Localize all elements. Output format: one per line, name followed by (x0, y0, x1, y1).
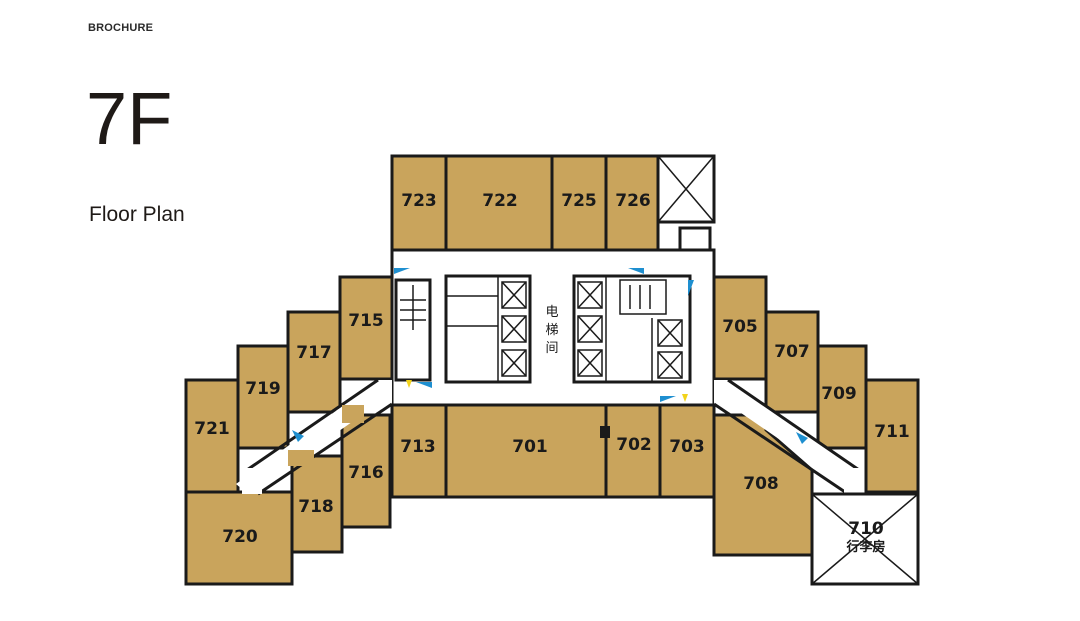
core-right (572, 274, 692, 384)
elevator-x (657, 351, 683, 379)
luggage-room-label: 行李房 (845, 539, 885, 555)
room-705 (712, 275, 768, 381)
corridor-end (242, 468, 262, 494)
elevator-hall-char: 间 (545, 341, 558, 356)
room-label: 708 (743, 474, 779, 494)
room-label: 723 (401, 191, 437, 211)
room-label: 703 (669, 437, 705, 457)
landing (342, 405, 364, 423)
floor-title: 7F (86, 77, 173, 160)
elevator-car (657, 351, 683, 379)
door-marker-blue (394, 268, 410, 274)
door-marker-blue (660, 396, 676, 402)
elevator-x (501, 315, 527, 343)
room-722 (444, 154, 554, 252)
room-label: 720 (222, 527, 258, 547)
room-label: 722 (482, 191, 518, 211)
room-725 (550, 154, 608, 252)
elevator-hall-char: 梯 (545, 323, 558, 338)
room-label: 717 (296, 343, 332, 363)
room-label: 713 (400, 437, 436, 457)
room-label: 711 (874, 422, 910, 442)
shaft-x-line (657, 155, 715, 223)
room-label: 707 (774, 342, 810, 362)
brand-label: BROCHURE (88, 22, 154, 34)
room-711 (864, 378, 920, 494)
room-717 (286, 310, 342, 414)
column (600, 426, 610, 438)
room-label: 702 (616, 435, 652, 455)
room-713 (390, 403, 448, 499)
floor-plan-subtitle: Floor Plan (89, 203, 185, 226)
elevator-car (501, 315, 527, 343)
room-715 (338, 275, 394, 381)
elevator-car (501, 281, 527, 309)
room-710-x (811, 493, 919, 585)
elevator-car (501, 349, 527, 377)
elevator-x (577, 281, 603, 309)
room-709 (816, 344, 868, 450)
stairwell-right (619, 279, 667, 315)
room-label: 719 (245, 379, 281, 399)
corridor-wall (727, 378, 863, 474)
right-wing-corridor (714, 380, 862, 488)
elevator-car (577, 315, 603, 343)
corridor-wall (243, 378, 379, 474)
room-703 (658, 403, 716, 499)
door-marker-blue (688, 280, 694, 296)
small-lift-box (678, 226, 712, 254)
door-marker-yellow (682, 394, 688, 402)
room-label: 709 (821, 384, 857, 404)
elevator-x (501, 349, 527, 377)
room-721 (184, 378, 240, 494)
elevator-car (657, 319, 683, 347)
room-label: 721 (194, 419, 230, 439)
room-701 (444, 403, 608, 499)
landing (288, 450, 314, 466)
elevator-x (501, 281, 527, 309)
corridor-end (844, 468, 864, 494)
elevator-car (577, 349, 603, 377)
elevator-hall-char: 电 (545, 305, 558, 320)
door-marker-blue (628, 268, 644, 274)
room-label: 716 (348, 463, 384, 483)
room-label: 701 (512, 437, 548, 457)
door-marker-blue (416, 382, 432, 388)
door-marker-blue (796, 432, 808, 444)
elevator-x (577, 315, 603, 343)
elevator-x (577, 349, 603, 377)
room-label: 710 (848, 519, 884, 539)
elevator-car (577, 281, 603, 309)
elevator-x (657, 319, 683, 347)
room-label: 726 (615, 191, 651, 211)
room-label: 718 (298, 497, 334, 517)
door-marker-blue (292, 430, 304, 442)
room-702 (604, 403, 662, 499)
corridor-wall (257, 402, 393, 496)
room-label: 725 (561, 191, 597, 211)
room-707 (764, 310, 820, 414)
room-label: 715 (348, 311, 384, 331)
room-label: 705 (722, 317, 758, 337)
door-marker-yellow (406, 380, 412, 388)
corridor-wall (713, 402, 849, 496)
